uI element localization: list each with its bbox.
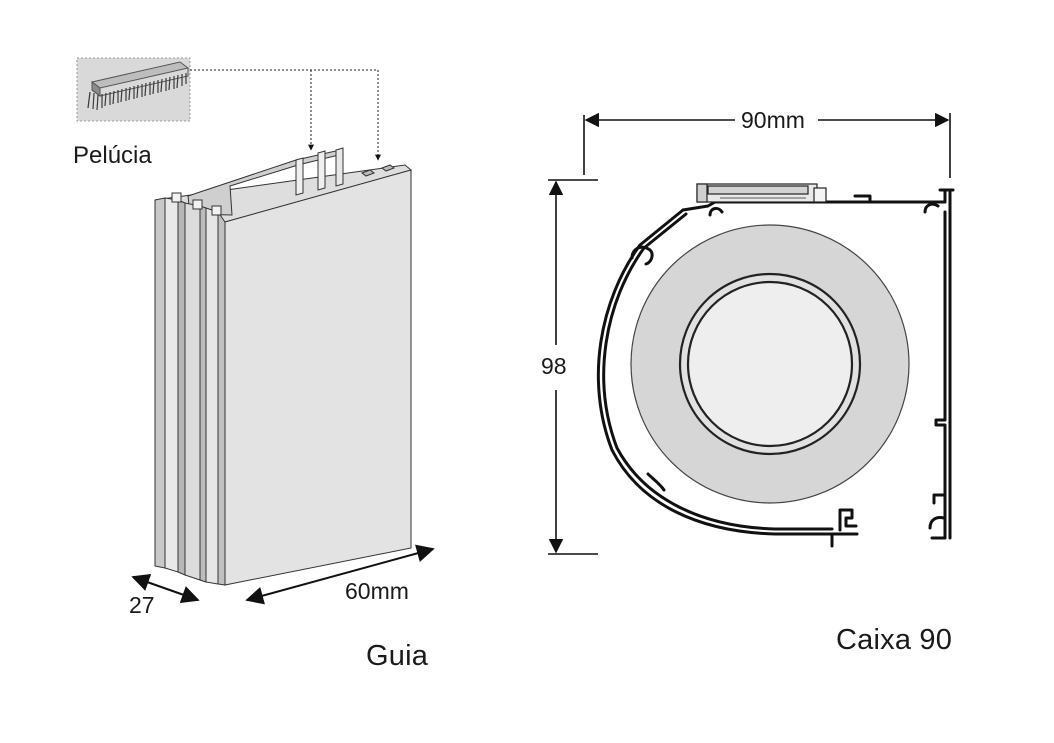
box-top-mechanism [696, 183, 827, 203]
brush-label: Pelúcia [73, 142, 152, 169]
depth-dimension-label: 27 [129, 592, 155, 618]
brush-thumbnail [76, 57, 191, 122]
box-housing [596, 188, 955, 548]
brush-leader-lines [190, 69, 381, 161]
guide-rail [154, 147, 413, 586]
guide-caption: Guia [366, 640, 429, 672]
box-height-label: 98 [541, 353, 567, 379]
shutter-roll [630, 224, 910, 504]
box-caption: Caixa 90 [836, 624, 953, 656]
box-width-label: 90mm [741, 107, 805, 133]
width-dimension-label: 60mm [345, 578, 409, 604]
box-dimension-lines [548, 112, 951, 555]
width-dimension-line [245, 544, 435, 605]
depth-dimension-line [131, 573, 200, 604]
